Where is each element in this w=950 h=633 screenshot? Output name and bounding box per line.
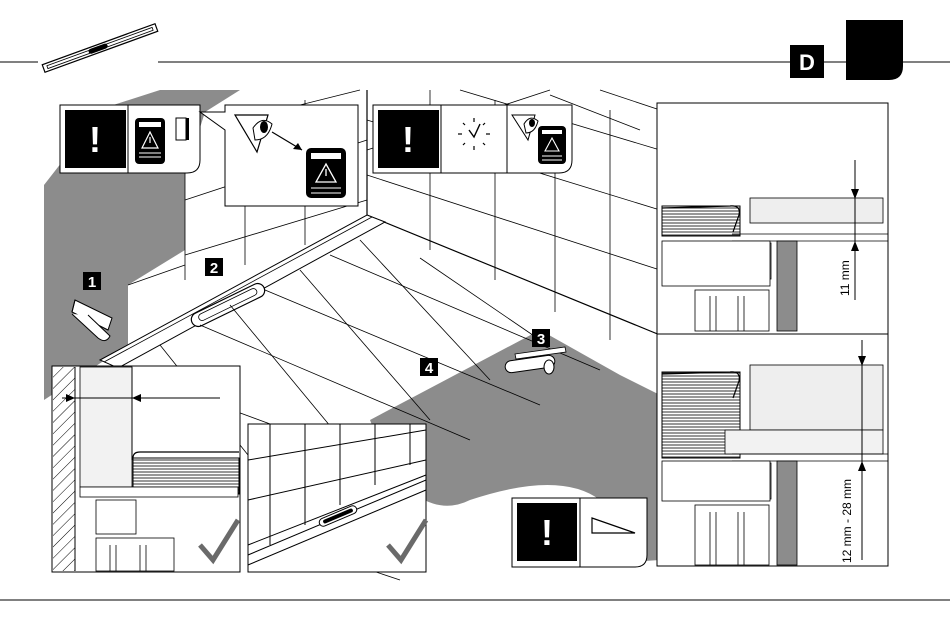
inspect-callout <box>200 105 358 206</box>
warning-exclamation-2: ! <box>402 119 414 160</box>
warning-bucket-icon <box>135 118 165 164</box>
warning-panel-slope: ! <box>512 498 647 567</box>
step-1-label: 1 <box>88 274 96 291</box>
step-4-label: 4 <box>425 360 434 377</box>
warning-bucket-icon <box>538 126 566 164</box>
detail-inset-tiled-drain <box>248 424 426 572</box>
section-tab-letter: D <box>799 50 815 75</box>
warning-panel-primer: ! <box>60 105 200 173</box>
section-tab-current[interactable] <box>846 20 903 80</box>
dimension-upper-label: 11 mm <box>838 260 852 296</box>
step-3-label: 3 <box>537 331 545 348</box>
step-4: 4 <box>420 358 438 377</box>
warning-panel-drying: ! <box>373 105 572 173</box>
warning-exclamation-3: ! <box>541 512 553 553</box>
step-2: 2 <box>205 258 223 277</box>
step-2-label: 2 <box>210 260 218 277</box>
drain-channel-icon <box>42 24 157 73</box>
warning-bucket-icon <box>306 148 346 198</box>
warning-exclamation-1: ! <box>89 119 101 160</box>
detail-inset-wall-distance <box>52 366 240 572</box>
wall-plate-icon <box>176 118 189 140</box>
detail-panel-heights: 11 mm 12 mm - 28 mm <box>657 103 888 566</box>
header: D <box>0 20 950 80</box>
dimension-lower-label: 12 mm - 28 mm <box>840 479 854 563</box>
